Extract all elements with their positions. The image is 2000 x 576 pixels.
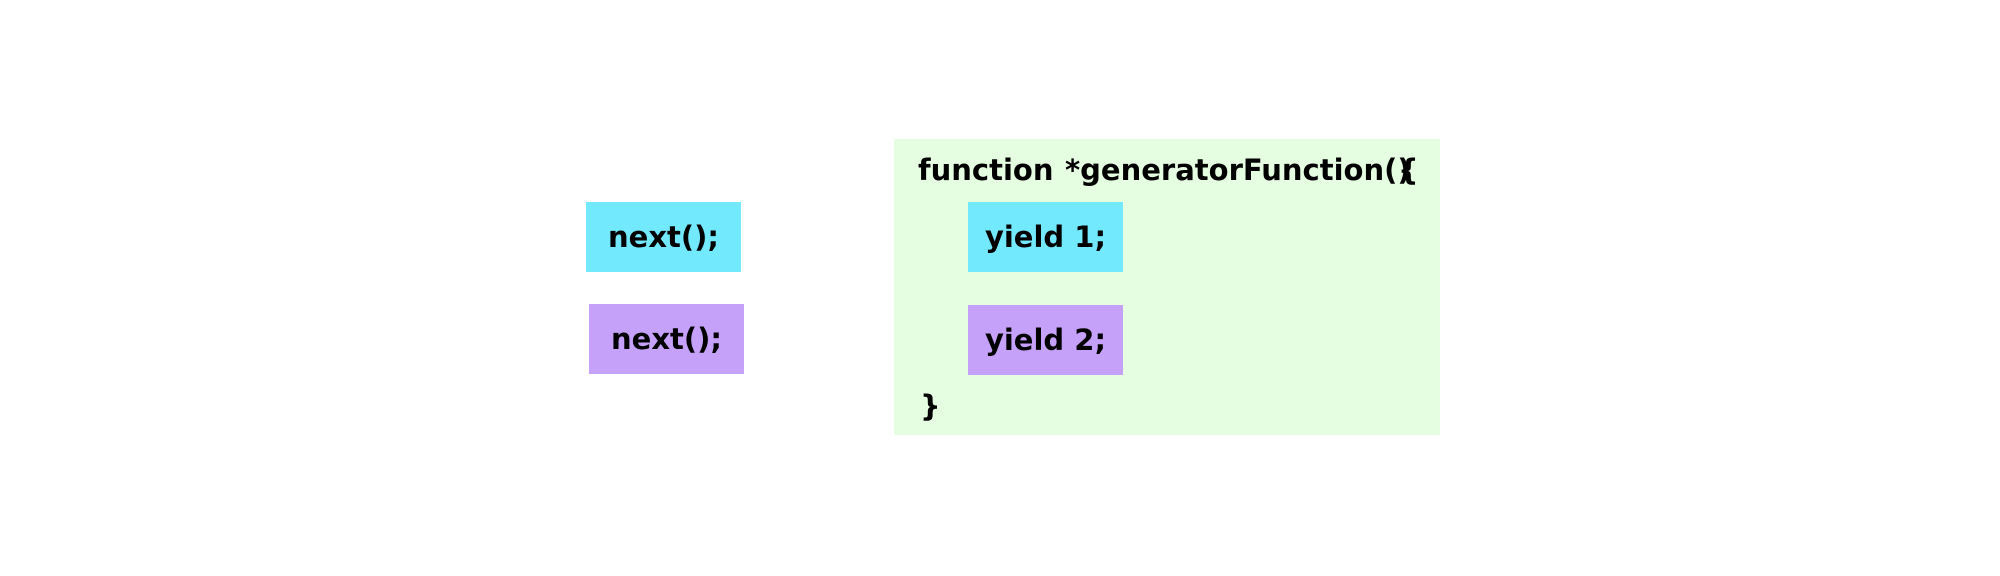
next-call-2-box: next(); [589,304,744,374]
next-call-2-label: next(); [611,321,722,356]
yield-2-label: yield 2; [984,322,1107,357]
yield-2-box: yield 2; [968,305,1123,375]
next-call-1-label: next(); [608,219,719,254]
yield-1-label: yield 1; [984,219,1107,254]
yield-1-box: yield 1; [968,202,1123,272]
generator-function-name: *generatorFunction() [1065,153,1411,187]
generator-function-panel [894,139,1440,435]
next-call-1-box: next(); [586,202,741,272]
function-keyword: function [918,153,1054,187]
opening-brace: { [1398,153,1419,187]
closing-brace: } [920,389,941,423]
